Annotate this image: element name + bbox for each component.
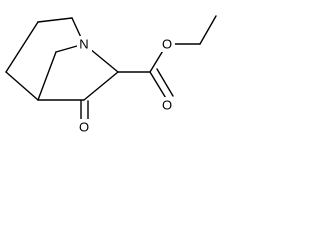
bond-bridgehead-top-left (37, 17, 73, 23)
chemical-structure: N O O O (5, 15, 217, 135)
ketone-double-bond (80, 100, 89, 123)
ester-carbonyl-bond-line-1 (149, 71, 168, 101)
ester-carbonyl-bond-line-2 (156, 68, 174, 97)
ester-bonds (117, 15, 217, 101)
bond-left-vertical (5, 21, 39, 73)
atom-label-nitrogen-group: N (77, 36, 92, 52)
atom-label-nitrogen: N (79, 37, 88, 52)
atom-label-ester-carbonyl-oxygen: O (162, 98, 172, 113)
bond-back-bridge-lower (37, 51, 57, 101)
bond-bottom-left (5, 71, 39, 101)
atom-label-ester-ether-oxygen-backdrop (160, 36, 175, 52)
atom-label-ketone-oxygen-group: O (77, 119, 92, 135)
atom-label-ketone-oxygen-backdrop (77, 119, 92, 135)
atom-label-nitrogen-backdrop (77, 36, 92, 52)
atom-label-ester-carbonyl-oxygen-backdrop (160, 97, 175, 113)
bond-c2-to-c3 (83, 71, 119, 101)
atom-label-ester-ether-oxygen: O (162, 37, 172, 52)
atom-label-ester-carbonyl-oxygen-group: O (160, 97, 175, 113)
atom-label-ester-ether-oxygen-group: O (160, 36, 175, 52)
bicyclic-cage-bonds (5, 17, 119, 101)
bond-ch2-to-ch3 (199, 15, 217, 45)
atom-label-ketone-oxygen: O (79, 120, 89, 135)
